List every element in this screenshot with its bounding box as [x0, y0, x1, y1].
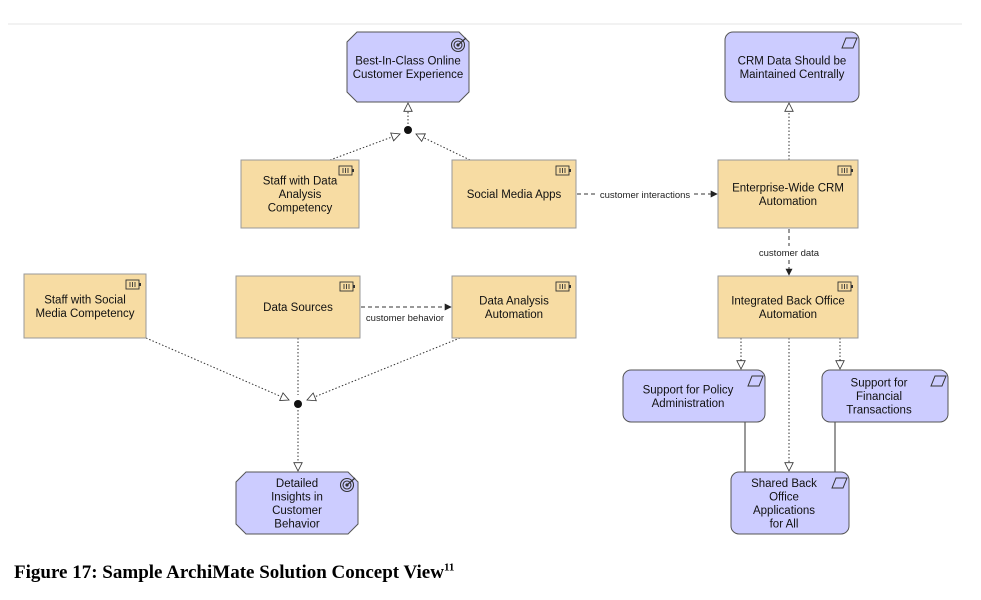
target-icon — [339, 477, 356, 493]
target-icon — [450, 37, 467, 53]
node-label-line: Support for — [851, 378, 908, 390]
node-label-line: Social Media Apps — [467, 189, 562, 201]
edge-staff-data-analysis-to-junction — [329, 134, 400, 161]
and-junction-top — [404, 126, 412, 134]
node-label-line: Staff with Data — [263, 176, 338, 188]
edge-social-media-apps-to-junction — [416, 134, 471, 161]
parallelogram-icon — [930, 375, 947, 387]
node-label-line: Maintained Centrally — [740, 69, 845, 81]
capability-icon — [555, 281, 571, 292]
node-label-line: Transactions — [846, 405, 912, 417]
and-junction-bottom — [294, 400, 302, 408]
node-shape — [235, 471, 359, 535]
node-shape — [724, 31, 860, 103]
node-label-line: Staff with Social — [44, 294, 126, 306]
node-label-line: Automation — [759, 196, 817, 208]
node-label-line: Insights in — [271, 491, 323, 503]
edge-label-customer-data: customer data — [759, 248, 820, 259]
node-label-line: Support for Policy — [643, 384, 734, 396]
junctions — [294, 126, 412, 408]
node-label-line: Best-In-Class Online — [355, 55, 460, 67]
node-label-line: Data Sources — [263, 302, 333, 314]
node-label-line: Data Analysis — [479, 295, 549, 307]
node-label-line: Detailed — [276, 478, 318, 490]
node-shape — [730, 471, 850, 535]
node-shape — [451, 275, 577, 339]
capability-icon — [837, 281, 853, 292]
parallelogram-icon — [831, 477, 848, 489]
node-cap-enterprise-crm[interactable]: Enterprise-Wide CRM Automation — [717, 159, 859, 229]
node-label-line: Analysis — [279, 189, 322, 201]
edge-label-customer-data-bg — [755, 247, 823, 259]
node-principle-crm-data[interactable]: CRM Data Should be Maintained Centrally — [724, 31, 860, 103]
node-label-line: Shared Back — [751, 478, 817, 490]
parallelogram-icon — [841, 37, 858, 49]
node-label-line: Competency — [268, 203, 333, 215]
node-label-line: Customer — [272, 505, 322, 517]
node-shape — [451, 159, 577, 229]
node-shape — [717, 275, 859, 339]
node-shape — [821, 369, 949, 423]
edges — [145, 103, 840, 488]
node-label-line: Enterprise-Wide CRM — [732, 182, 844, 194]
node-label-line: Office — [769, 491, 799, 503]
node-label-line: Integrated Back Office — [731, 295, 845, 307]
capability-icon — [339, 281, 355, 292]
capability-icon — [125, 279, 141, 290]
node-label-line: Applications — [753, 505, 815, 517]
capability-icon — [837, 165, 853, 176]
node-shape — [235, 275, 361, 339]
node-label-line: Administration — [652, 398, 725, 410]
capability-icon — [555, 165, 571, 176]
node-label-line: Automation — [485, 309, 543, 321]
node-shape — [622, 369, 766, 423]
figure-caption: Figure 17: Sample ArchiMate Solution Con… — [14, 562, 454, 584]
node-label-line: for All — [770, 518, 799, 530]
node-cap-social-media-apps[interactable]: Social Media Apps — [451, 159, 577, 229]
node-shape — [717, 159, 859, 229]
edge-data-analysis-to-junction — [307, 337, 461, 400]
node-label-line: Customer Experience — [353, 69, 464, 81]
capability-icon — [338, 165, 354, 176]
node-label-line: CRM Data Should be — [738, 55, 847, 67]
node-label-line: Automation — [759, 309, 817, 321]
edge-label-customer-behavior: customer behavior — [366, 313, 444, 324]
node-label-line: Financial — [856, 391, 902, 403]
figure-caption-text: Figure 17: Sample ArchiMate Solution Con… — [14, 562, 444, 583]
node-shape — [346, 31, 470, 103]
node-cap-data-sources[interactable]: Data Sources — [235, 275, 361, 339]
node-label-line: Media Competency — [35, 308, 134, 320]
edge-labels: customer interactions customer data custom… — [366, 190, 823, 324]
node-label-line: Behavior — [274, 518, 320, 530]
parallelogram-icon — [747, 375, 764, 387]
edge-label-customer-interactions: customer interactions — [600, 190, 691, 201]
figure-footnote-ref: 11 — [443, 561, 455, 574]
edge-staff-social-media-to-junction — [145, 337, 289, 400]
